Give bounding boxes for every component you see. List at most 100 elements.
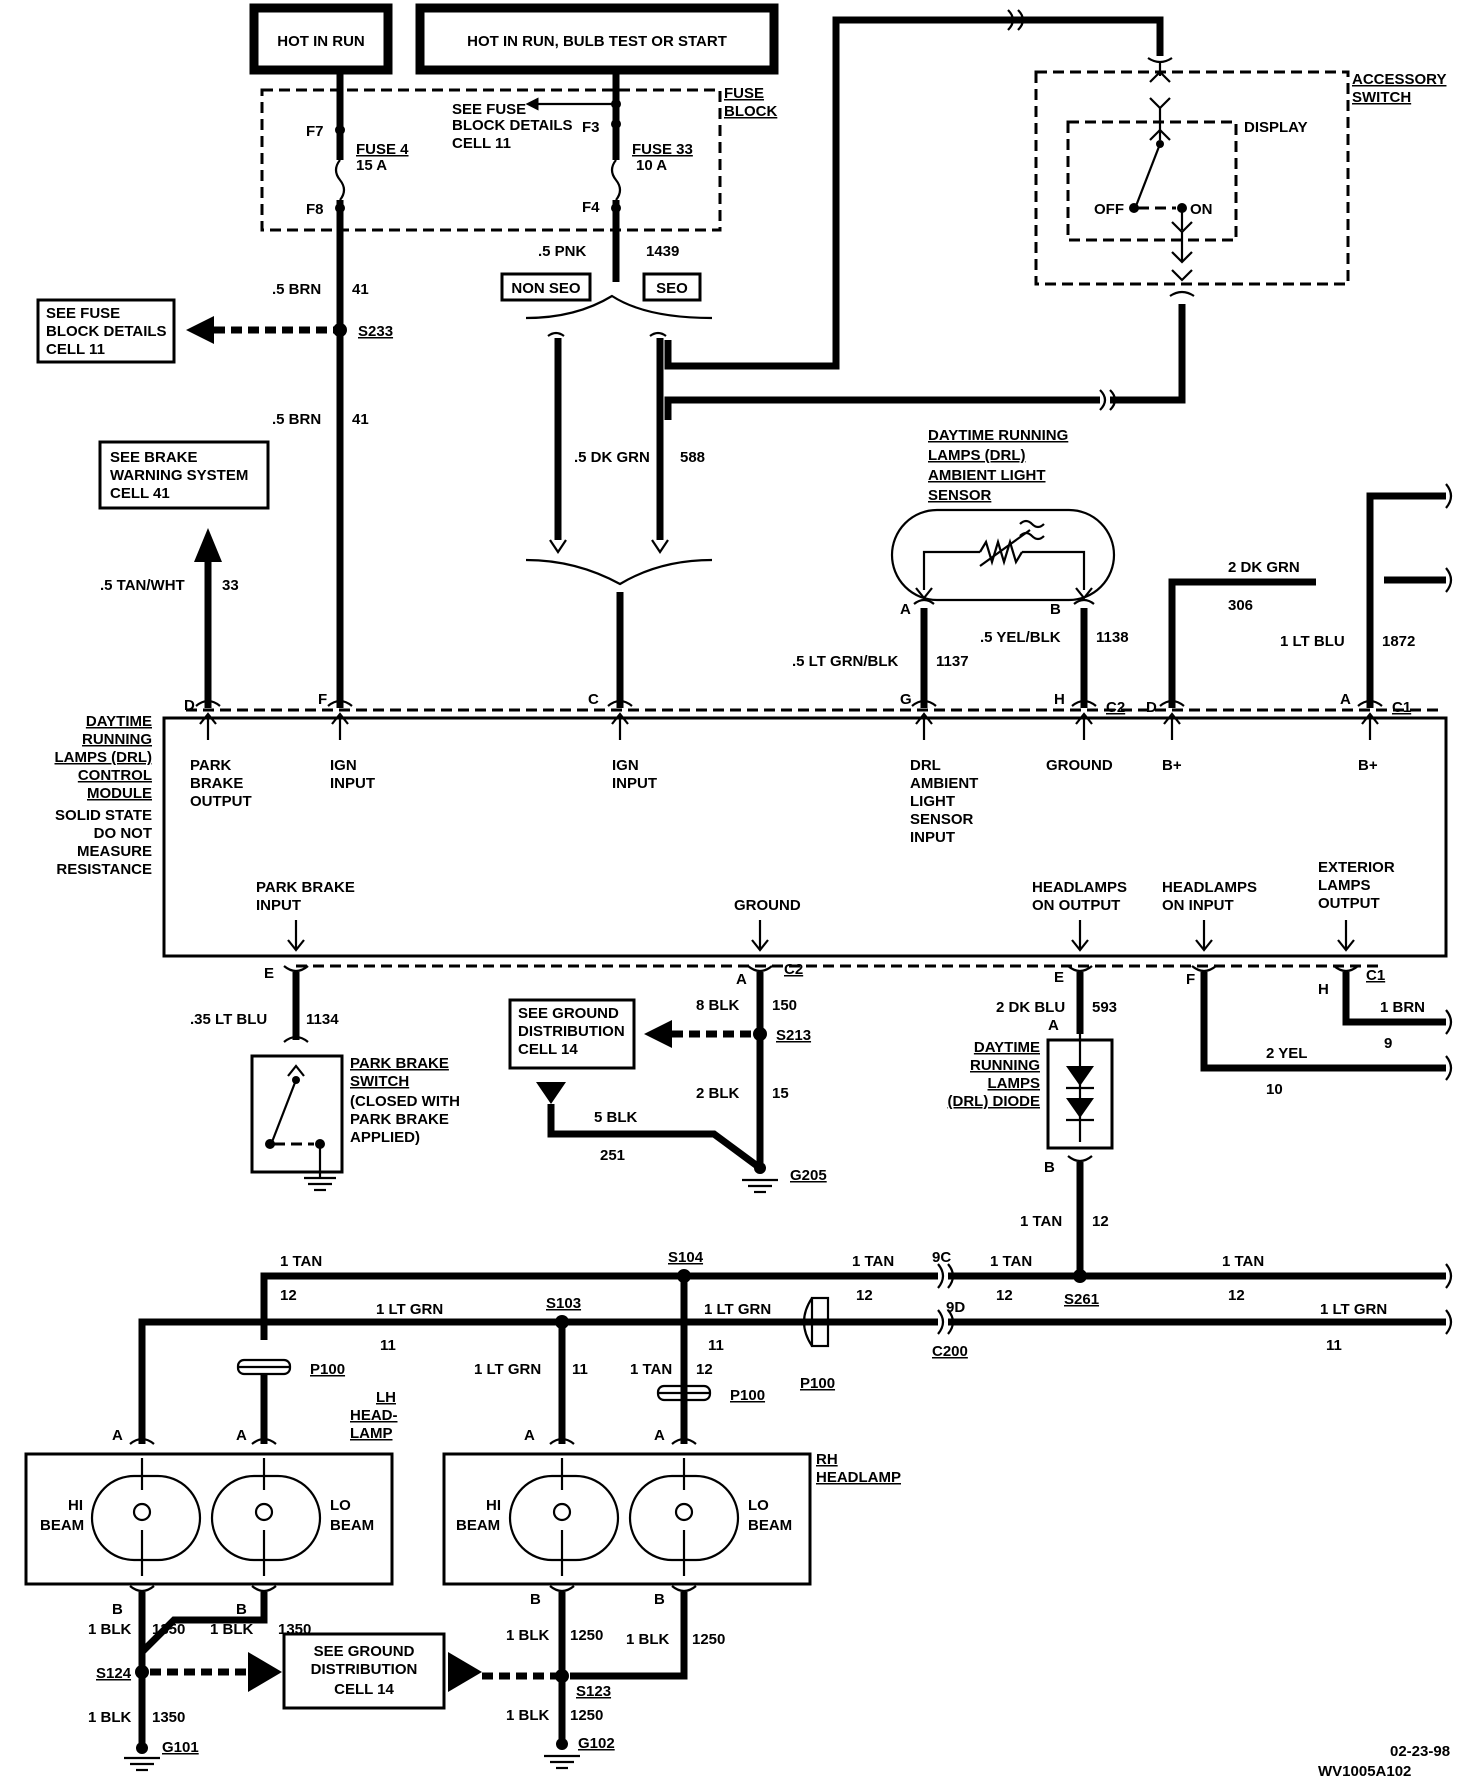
svg-text:C1: C1 <box>1366 967 1385 984</box>
svg-text:GROUND: GROUND <box>1046 757 1113 774</box>
svg-text:DISTRIBUTION: DISTRIBUTION <box>518 1023 625 1040</box>
svg-text:.5 PNK: .5 PNK <box>538 243 587 260</box>
svg-text:INPUT: INPUT <box>612 775 657 792</box>
wire-brn-41: S233 .5 BRN 41 .5 BRN 41 <box>272 208 393 708</box>
diagram-footer: 02-23-98 WV1005A102 <box>1318 1743 1450 1780</box>
svg-text:41: 41 <box>352 281 369 298</box>
svg-text:2 BLK: 2 BLK <box>696 1085 740 1102</box>
svg-text:(DRL) DIODE: (DRL) DIODE <box>948 1093 1041 1110</box>
svg-text:15: 15 <box>772 1085 789 1102</box>
svg-text:P100: P100 <box>730 1387 765 1404</box>
svg-text:SENSOR: SENSOR <box>910 811 974 828</box>
svg-text:1 BLK: 1 BLK <box>506 1627 550 1644</box>
svg-text:A: A <box>736 971 747 988</box>
svg-text:SEE FUSE: SEE FUSE <box>452 101 526 118</box>
svg-text:PARK BRAKE: PARK BRAKE <box>256 879 355 896</box>
svg-text:PARK: PARK <box>190 757 232 774</box>
lt-grn-bus: 1 LT GRN 11 1 LT GRN 11 1 LT GRN 11 S103… <box>138 1295 1453 1444</box>
svg-text:C200: C200 <box>932 1343 968 1360</box>
svg-text:2 DK GRN: 2 DK GRN <box>1228 559 1300 576</box>
svg-text:LO: LO <box>748 1497 769 1514</box>
wire-accessory-switch-feed <box>664 9 1186 420</box>
svg-text:LAMPS: LAMPS <box>988 1075 1041 1092</box>
svg-text:HI: HI <box>68 1497 83 1514</box>
svg-text:DAYTIME: DAYTIME <box>86 713 152 730</box>
svg-text:593: 593 <box>1092 999 1117 1016</box>
svg-text:1 LT GRN: 1 LT GRN <box>704 1301 771 1318</box>
svg-text:HEADLAMP: HEADLAMP <box>816 1469 901 1486</box>
svg-text:DISTRIBUTION: DISTRIBUTION <box>311 1661 418 1678</box>
rh-headlamp: RH HEADLAMP A A 1 LT GRN 11 1 TAN 12 HI … <box>442 1276 901 1740</box>
svg-text:C: C <box>588 691 599 708</box>
svg-text:9D: 9D <box>946 1299 965 1316</box>
svg-text:ON: ON <box>1190 201 1213 218</box>
svg-text:ON OUTPUT: ON OUTPUT <box>1032 897 1120 914</box>
svg-text:S261: S261 <box>1064 1291 1099 1308</box>
svg-text:D: D <box>1146 699 1157 716</box>
diagram-code: WV1005A102 <box>1318 1763 1411 1780</box>
svg-text:1 LT GRN: 1 LT GRN <box>474 1361 541 1378</box>
svg-text:1872: 1872 <box>1382 633 1415 650</box>
hot-in-run-bulb-box: HOT IN RUN, BULB TEST OR START <box>415 3 779 75</box>
svg-text:B: B <box>654 1591 665 1608</box>
svg-text:1350: 1350 <box>152 1709 185 1726</box>
svg-text:C2: C2 <box>784 961 803 978</box>
headlamp-ground-circuit: S124 SEE GROUND DISTRIBUTION CELL 14 S12… <box>88 1632 615 1772</box>
svg-text:SWITCH: SWITCH <box>350 1073 409 1090</box>
svg-text:MEASURE: MEASURE <box>77 843 152 860</box>
svg-text:FUSE: FUSE <box>724 85 764 102</box>
svg-text:MODULE: MODULE <box>87 785 152 802</box>
svg-text:.5 DK GRN: .5 DK GRN <box>574 449 650 466</box>
svg-text:INPUT: INPUT <box>330 775 375 792</box>
svg-text:F: F <box>318 691 327 708</box>
svg-text:LAMPS: LAMPS <box>1318 877 1371 894</box>
svg-text:HEADLAMPS: HEADLAMPS <box>1032 879 1127 896</box>
svg-text:BLOCK: BLOCK <box>724 103 777 120</box>
svg-text:DISPLAY: DISPLAY <box>1244 119 1308 136</box>
svg-text:251: 251 <box>600 1147 625 1164</box>
svg-text:A: A <box>900 601 911 618</box>
svg-text:1 TAN: 1 TAN <box>852 1253 894 1270</box>
svg-text:SEE GROUND: SEE GROUND <box>314 1643 415 1660</box>
svg-text:INPUT: INPUT <box>256 897 301 914</box>
svg-text:11: 11 <box>380 1337 396 1354</box>
svg-text:SEE GROUND: SEE GROUND <box>518 1005 619 1022</box>
svg-text:588: 588 <box>680 449 705 466</box>
svg-text:F8: F8 <box>306 201 324 218</box>
svg-text:12: 12 <box>696 1361 713 1378</box>
svg-text:FUSE 4: FUSE 4 <box>356 141 409 158</box>
park-brake-circuit: E .35 LT BLU 1134 PARK BRAKE SWITCH (CLO… <box>190 965 460 1192</box>
svg-text:GROUND: GROUND <box>734 897 801 914</box>
svg-text:OUTPUT: OUTPUT <box>190 793 252 810</box>
svg-text:ACCESSORY: ACCESSORY <box>1352 71 1446 88</box>
svg-text:.5 BRN: .5 BRN <box>272 281 321 298</box>
svg-text:C1: C1 <box>1392 699 1411 716</box>
svg-text:12: 12 <box>1228 1287 1245 1304</box>
svg-text:1137: 1137 <box>936 653 969 670</box>
svg-text:SEO: SEO <box>656 280 688 297</box>
svg-text:RUNNING: RUNNING <box>970 1057 1040 1074</box>
svg-text:SEE FUSE: SEE FUSE <box>46 305 120 322</box>
svg-text:RESISTANCE: RESISTANCE <box>56 861 152 878</box>
svg-text:150: 150 <box>772 997 797 1014</box>
svg-text:B: B <box>530 1591 541 1608</box>
svg-text:NON SEO: NON SEO <box>511 280 581 297</box>
svg-text:HI: HI <box>486 1497 501 1514</box>
svg-text:2 YEL: 2 YEL <box>1266 1045 1307 1062</box>
svg-text:DO NOT: DO NOT <box>94 825 152 842</box>
module-ground-circuit: A C2 8 BLK 150 S213 2 BLK 15 SEE GROUND … <box>508 961 827 1194</box>
svg-text:BLOCK DETAILS: BLOCK DETAILS <box>452 117 573 134</box>
svg-text:B: B <box>1044 1159 1055 1176</box>
svg-text:1 BLK: 1 BLK <box>88 1621 132 1638</box>
svg-text:G205: G205 <box>790 1167 827 1184</box>
svg-text:HEADLAMPS: HEADLAMPS <box>1162 879 1257 896</box>
svg-text:DAYTIME RUNNING: DAYTIME RUNNING <box>928 427 1068 444</box>
svg-text:H: H <box>1318 981 1329 998</box>
svg-text:HOT IN RUN, BULB TEST OR START: HOT IN RUN, BULB TEST OR START <box>467 33 727 50</box>
svg-text:12: 12 <box>1092 1213 1109 1230</box>
svg-text:CELL 11: CELL 11 <box>46 341 105 358</box>
svg-text:OFF: OFF <box>1094 201 1124 218</box>
svg-text:DRL: DRL <box>910 757 941 774</box>
svg-text:.5 LT GRN/BLK: .5 LT GRN/BLK <box>792 653 899 670</box>
svg-text:B: B <box>1050 601 1061 618</box>
